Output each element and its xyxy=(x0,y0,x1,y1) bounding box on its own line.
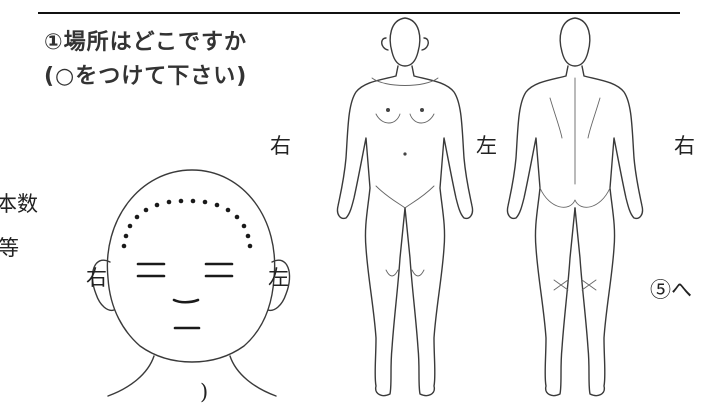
front-right-nipple xyxy=(386,108,390,112)
neck-right xyxy=(107,355,155,397)
front-groin xyxy=(375,185,435,209)
right-eye xyxy=(136,262,166,278)
back-right-label: 右 xyxy=(674,134,695,158)
right-ear[interactable] xyxy=(91,259,115,312)
back-shoulder-blades xyxy=(549,97,601,139)
front-left-label: 左 xyxy=(476,134,497,158)
front-head xyxy=(389,17,421,67)
front-right-side xyxy=(336,65,406,397)
top-rule xyxy=(38,12,680,14)
head-outline xyxy=(106,169,276,363)
back-knees xyxy=(553,279,597,291)
scalp-dotted-arc xyxy=(121,198,253,249)
front-knees xyxy=(385,269,425,277)
head-diagram[interactable] xyxy=(80,150,305,405)
question-instruction: (○をつけて下さい) xyxy=(44,64,248,89)
head-right-label: 右 xyxy=(86,266,107,290)
front-ears xyxy=(381,37,429,51)
neck-left xyxy=(229,355,277,397)
question-title: ①場所はどこですか xyxy=(44,30,247,55)
back-right-side xyxy=(574,65,644,397)
margin-count-label: 本数 xyxy=(0,192,38,216)
back-buttocks xyxy=(539,187,611,208)
back-head xyxy=(559,17,591,67)
body-front-figure[interactable] xyxy=(330,8,480,408)
front-right-label: 右 xyxy=(270,134,291,158)
front-navel xyxy=(403,152,407,156)
margin-etc-label: 等 xyxy=(0,236,19,260)
head-left-label: 左 xyxy=(268,266,289,290)
front-left-side xyxy=(404,65,474,397)
back-left-side xyxy=(506,65,576,397)
left-ear[interactable] xyxy=(267,259,291,312)
front-chest xyxy=(375,113,435,124)
left-eye xyxy=(204,262,234,278)
closing-paren: ) xyxy=(200,380,209,404)
body-back-figure[interactable] xyxy=(500,8,650,408)
next-step-label: ⑤へ xyxy=(650,278,692,302)
nose xyxy=(172,298,200,304)
question-heading: ①場所はどこですか (○をつけて下さい) xyxy=(44,26,247,94)
front-left-nipple xyxy=(420,108,424,112)
front-collar xyxy=(371,77,439,86)
